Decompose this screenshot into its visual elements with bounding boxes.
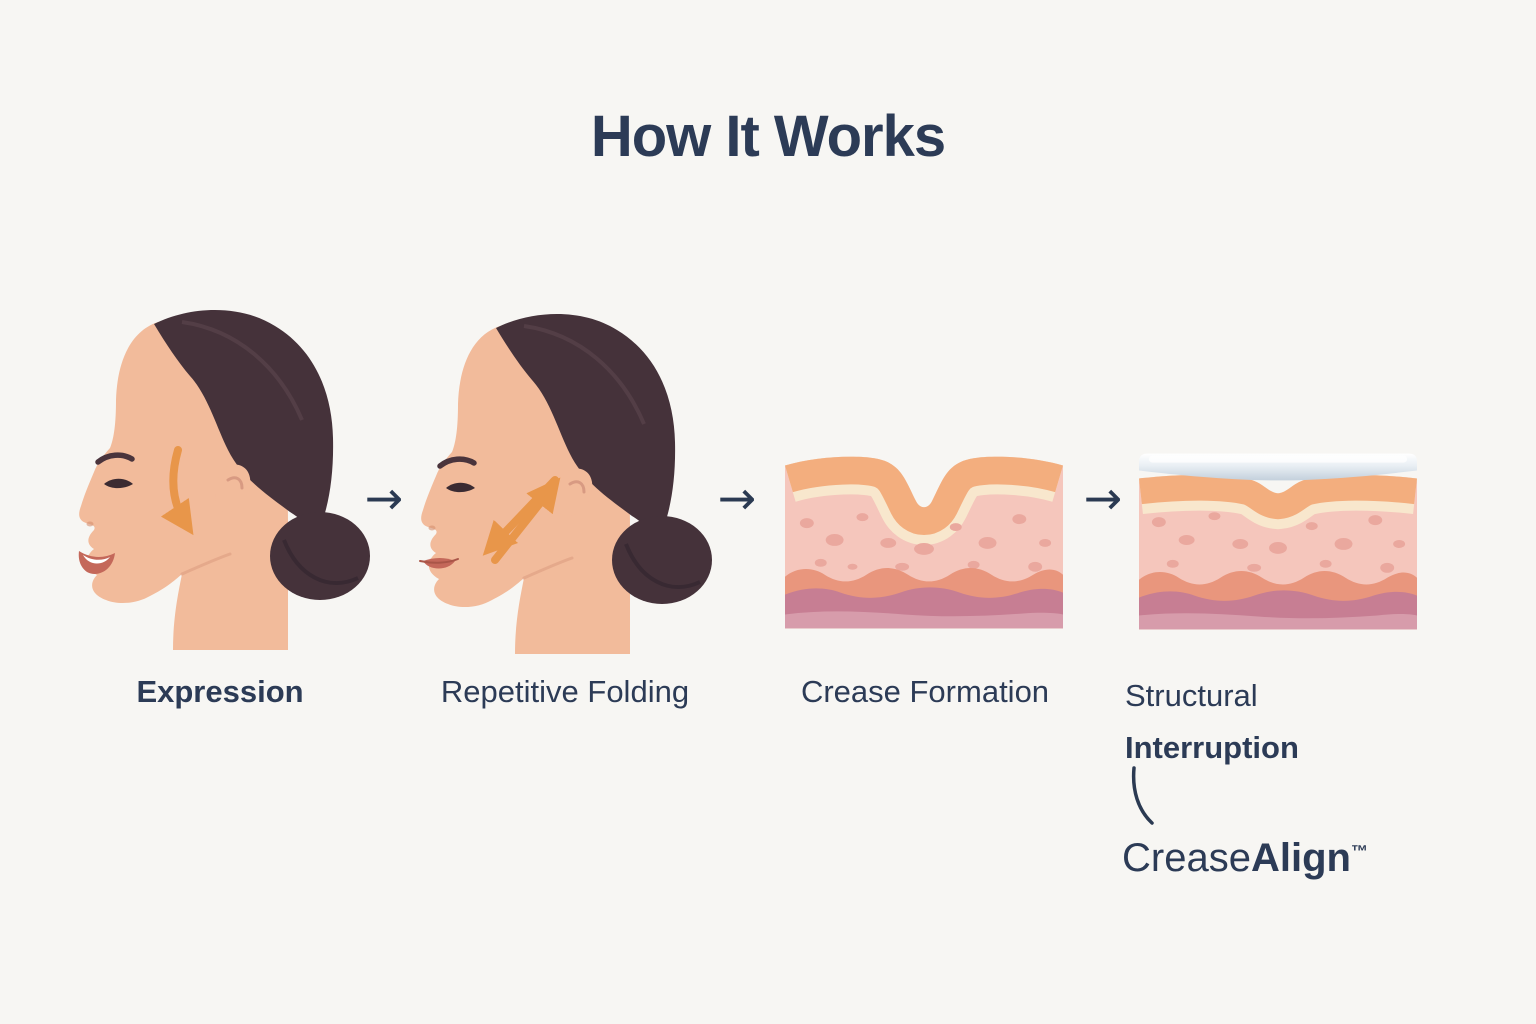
ear-inner-line [226, 476, 244, 490]
eyebrow [95, 452, 135, 465]
bun-strand-highlight [282, 539, 359, 585]
closed-mouth-line [419, 558, 459, 564]
hair-strand-highlight [181, 320, 304, 421]
strip-gloss-highlight [1148, 455, 1408, 463]
jaw-shading-line [522, 556, 574, 580]
hair-strand-highlight [523, 324, 646, 425]
fold-arrow-down-icon [482, 476, 559, 556]
step-label-crease-formation: Crease Formation [800, 674, 1050, 709]
skin-cross-section-strip-illustration [1139, 453, 1417, 630]
hair [496, 314, 676, 540]
bun-strand-highlight [624, 543, 701, 589]
hair-bun [612, 516, 712, 604]
eye [446, 482, 475, 493]
flow-arrow-icon-3: → [1083, 471, 1123, 525]
brand-name-suffix: Align [1250, 836, 1351, 880]
hair [154, 310, 334, 536]
eyebrow [437, 456, 477, 469]
epidermis-layer [785, 456, 1063, 535]
dermis-speckles [1151, 512, 1406, 573]
nostril [86, 521, 94, 527]
step-label-repetitive-folding: Repetitive Folding [440, 674, 690, 709]
bottom-layer [785, 611, 1063, 629]
smiling-mouth-teeth [83, 555, 110, 564]
label-to-brand-connector-line [1131, 766, 1154, 825]
page-title: How It Works [590, 104, 946, 169]
step-label-structural-interruption: Structural Interruption [1125, 670, 1445, 774]
jaw-shading-line [180, 552, 232, 576]
flow-arrow-icon-1: → [364, 471, 404, 525]
eye [104, 478, 133, 489]
nostril [428, 525, 436, 531]
face-profile-expression-illustration [78, 310, 370, 650]
ear [557, 468, 593, 517]
trademark-symbol: ™ [1350, 842, 1368, 861]
bottom-layer [1139, 613, 1417, 630]
skin-cross-section-crease-illustration [785, 456, 1063, 629]
downward-cheek-arrow-icon [160, 446, 194, 536]
step-label-line-interruption: Interruption [1125, 730, 1299, 765]
brand-name: CreaseAlign™ [1122, 836, 1368, 881]
step-label-expression: Expression [136, 674, 304, 709]
step-label-line-structural: Structural [1125, 678, 1258, 713]
brand-name-prefix: Crease [1122, 836, 1251, 880]
hair-bun [270, 512, 370, 600]
ear-inner-line [568, 480, 586, 494]
flow-arrow-icon-2: → [717, 471, 757, 525]
face-profile-repetitive-folding-illustration [419, 314, 712, 654]
ear [215, 464, 251, 513]
dermis-speckles [799, 513, 1052, 572]
